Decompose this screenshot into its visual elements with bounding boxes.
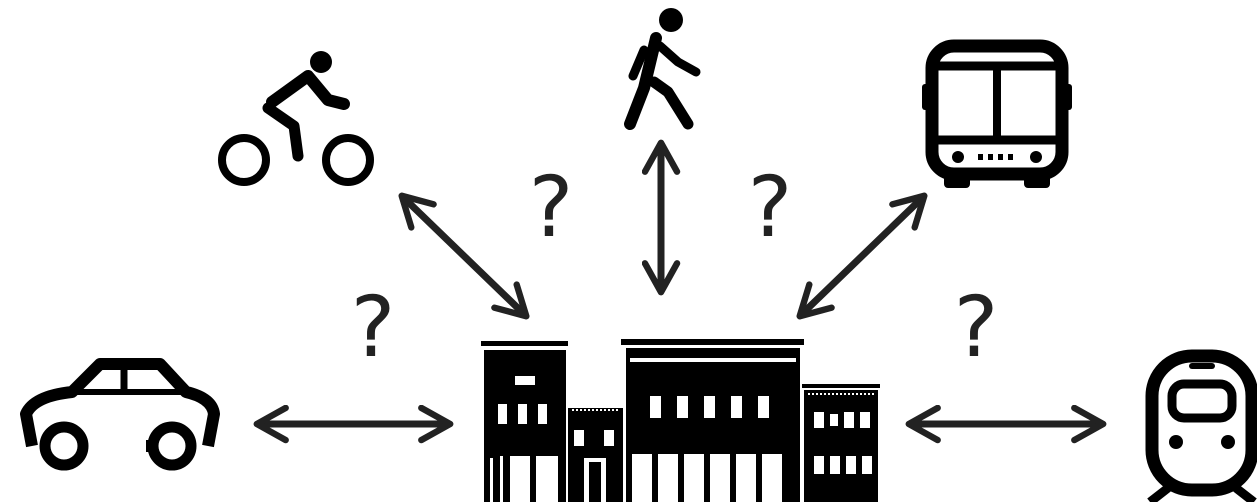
question-mark-car: ? — [351, 278, 396, 376]
arrow-bicycle-hub — [404, 198, 524, 314]
bus-icon — [922, 46, 1072, 188]
car-icon — [26, 364, 214, 465]
bicycle-icon — [222, 51, 370, 182]
storefront-buildings-icon — [481, 339, 880, 502]
pedestrian-walking-icon — [630, 8, 696, 124]
question-mark-train: ? — [954, 278, 999, 376]
train-icon — [1150, 356, 1254, 502]
question-mark-bus: ? — [748, 158, 793, 256]
question-mark-bicycle: ? — [529, 158, 574, 256]
arrow-bus-hub — [802, 198, 922, 314]
